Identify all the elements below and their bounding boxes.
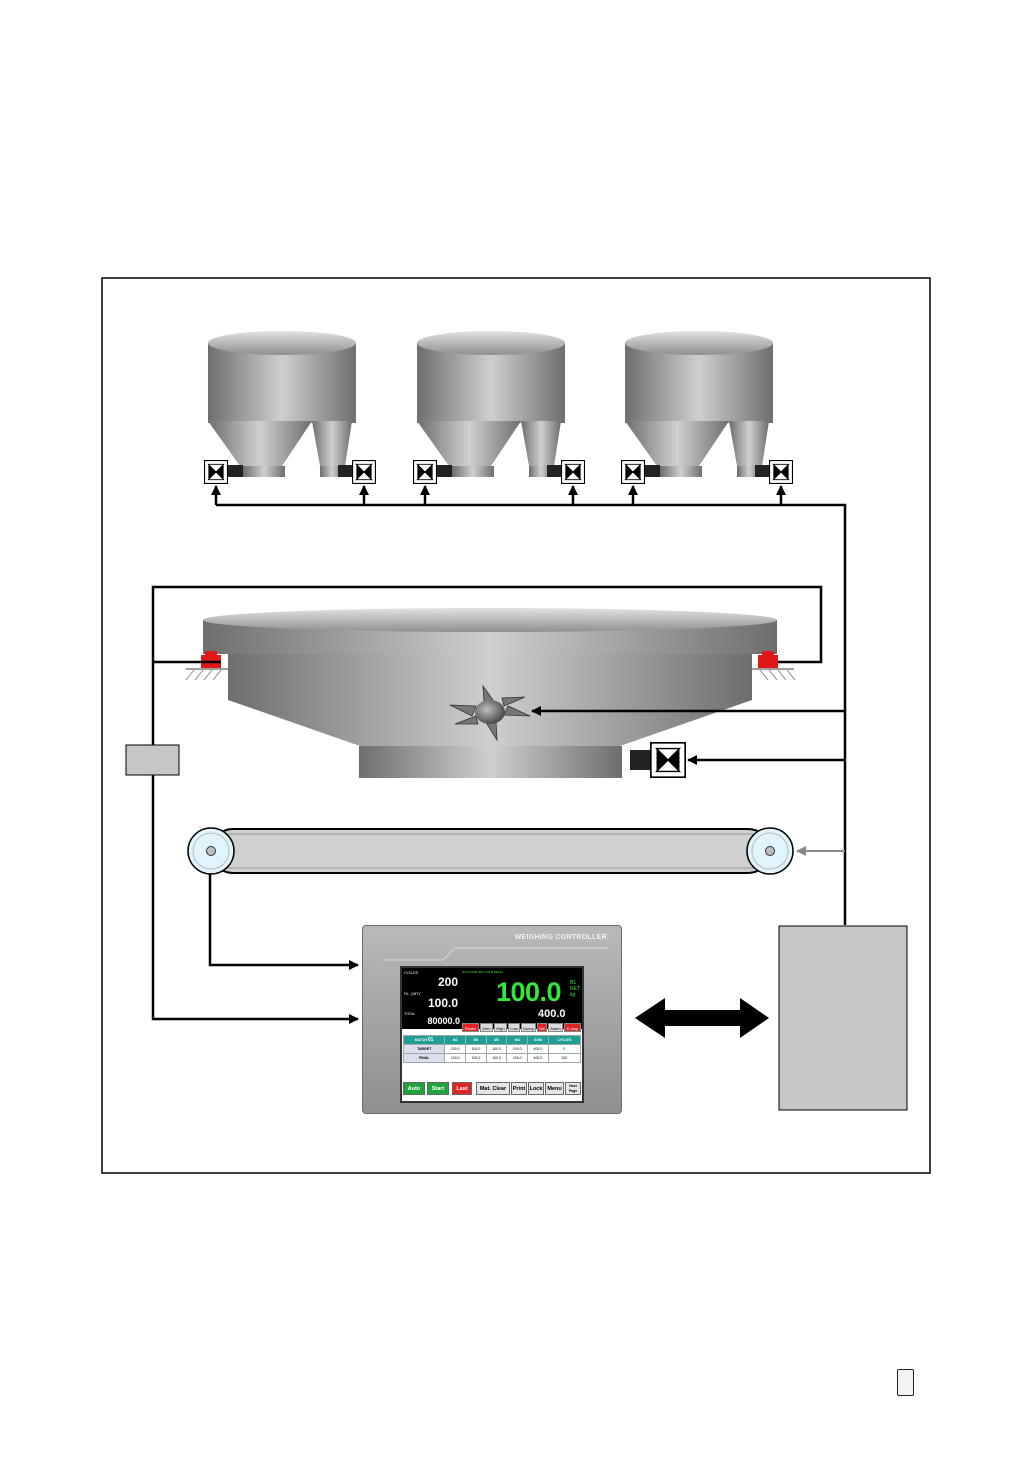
signal-junction-box <box>125 744 180 776</box>
belt-signal-line <box>208 874 359 970</box>
total-label: TOTAL <box>404 1012 415 1016</box>
batch-header: BATCH 01 <box>402 1035 446 1045</box>
table-cell: 100.0 <box>444 1053 467 1063</box>
cycles-value: 200 <box>437 975 458 989</box>
table-cell: 100.0 <box>444 1044 467 1054</box>
menu-button[interactable]: Menu <box>545 1082 564 1095</box>
net-weight-display: 400.0 <box>538 1008 566 1020</box>
host-control-cabinet <box>778 925 908 1111</box>
e-stop-button[interactable]: E-stop <box>564 1023 581 1032</box>
controller-bezel <box>383 947 609 961</box>
feeder-control-lines <box>211 485 847 925</box>
high-button[interactable]: High <box>494 1023 507 1032</box>
table-row: FINAL 100.0 100.0 100.0 100.0 400.0 200 <box>402 1053 582 1063</box>
alarm-button[interactable]: Alarm <box>548 1023 563 1032</box>
control-lines <box>531 706 845 765</box>
last-button[interactable]: Last <box>452 1082 472 1095</box>
table-cell: 100.0 <box>506 1053 529 1063</box>
hopper-1-feeders <box>204 460 376 484</box>
column-header: CYCLES <box>547 1035 582 1045</box>
next-page-button[interactable]: Next Page <box>565 1082 581 1095</box>
mat-clear-button[interactable]: Mat. Clear <box>476 1082 510 1095</box>
load-cell-right <box>752 651 796 681</box>
main-weight-display: 100.0 <box>496 977 562 1007</box>
table-cell: 100.0 <box>465 1053 487 1063</box>
screen-display-area: RUN STAB NET HOLD REFILL CYCLES 200 FIL.… <box>402 968 582 1029</box>
table-cell: 100.0 <box>485 1053 508 1063</box>
weigh-hopper <box>203 608 777 778</box>
feed-valve-icon <box>769 460 793 484</box>
hopper-3-feeders <box>621 460 793 484</box>
cycles-label: CYCLES <box>404 971 419 975</box>
material-hopper-1 <box>208 331 356 477</box>
feed-valve-icon <box>413 460 437 484</box>
column-header: M4 <box>506 1035 529 1045</box>
table-cell: 400.0 <box>527 1053 549 1063</box>
diagram-frame <box>101 277 931 1174</box>
communication-arrow <box>635 998 769 1038</box>
discharge-valve <box>630 742 686 778</box>
page-marker-icon <box>897 1369 914 1396</box>
column-header: M1 <box>444 1035 467 1045</box>
agitator-icon <box>449 684 531 742</box>
column-header: SUM <box>527 1035 549 1045</box>
table-cell: 400.0 <box>527 1044 549 1054</box>
feed-valve-icon <box>204 460 228 484</box>
fill-quantity-value: 100.0 <box>427 996 458 1010</box>
table-cell: 100.0 <box>506 1044 529 1054</box>
conveyor-belt <box>187 827 794 875</box>
dump-button[interactable]: Dump <box>521 1023 536 1032</box>
table-cell: 100.0 <box>485 1044 508 1054</box>
hopper-2-feeders <box>413 460 585 484</box>
weighing-controller: WEIGHING CONTROLLER RUN STAB NET HOLD RE… <box>362 925 622 1114</box>
load-cell-left <box>185 651 228 681</box>
feed-valve-icon <box>621 460 645 484</box>
table-cell: 0 <box>547 1044 582 1054</box>
pause-button[interactable]: Pause <box>462 1023 479 1032</box>
total-value: 80000.0 <box>427 1016 460 1026</box>
column-header: M3 <box>485 1035 508 1045</box>
material-hopper-2 <box>417 331 565 477</box>
material-hopper-3 <box>625 331 773 477</box>
lock-button[interactable]: Lock <box>528 1082 544 1095</box>
controller-screen: RUN STAB NET HOLD REFILL CYCLES 200 FIL.… <box>400 966 584 1103</box>
status-bar: RUN STAB NET HOLD REFILL <box>462 970 504 974</box>
table-cell: 100.0 <box>465 1044 487 1054</box>
load-cell-wiring <box>151 585 823 1024</box>
low-button[interactable]: Low <box>508 1023 520 1032</box>
zero-button[interactable]: Zero <box>480 1023 493 1032</box>
table-cell: 200 <box>547 1053 582 1063</box>
start-button[interactable]: Start <box>427 1082 449 1095</box>
feed-valve-icon <box>561 460 585 484</box>
controller-title: WEIGHING CONTROLLER <box>514 934 607 941</box>
table-row: TARGET 100.0 100.0 100.0 100.0 400.0 0 <box>402 1044 582 1054</box>
print-button[interactable]: Print <box>511 1082 527 1095</box>
m4-button[interactable]: M4 <box>537 1023 547 1032</box>
weight-units: B1 NET kg <box>570 980 580 998</box>
row-label: FINAL <box>402 1053 446 1063</box>
auto-button[interactable]: Auto <box>403 1082 425 1095</box>
column-header: M2 <box>465 1035 487 1045</box>
batch-table: BATCH 01 M1 M2 M3 M4 SUM CYCLES TARGET 1… <box>402 1035 582 1063</box>
discharge-valve-icon <box>650 742 686 778</box>
feed-valve-icon <box>352 460 376 484</box>
fill-quantity-label: FIL. QNTY <box>404 992 421 996</box>
row-label: TARGET <box>402 1044 446 1054</box>
